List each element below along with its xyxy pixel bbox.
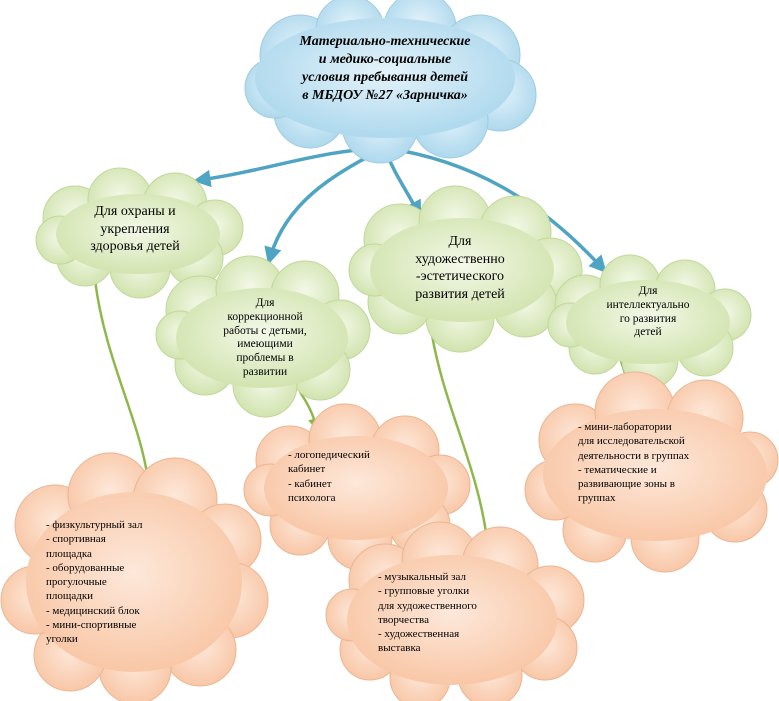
category-cloud-art-shape (348, 185, 583, 353)
category-art-development: Для художественно -эстетического развити… (415, 234, 505, 302)
category-correction-work: Для коррекционной работы с детьми, имеющ… (223, 297, 307, 378)
category-cloud-health-shape (35, 167, 244, 299)
diagram-title: Материально-технические и медико-социаль… (299, 34, 471, 103)
items-art-development: - музыкальный зал - групповые уголки для… (378, 571, 477, 655)
items-intellectual-development: - мини-лаборатории для исследовательской… (578, 421, 690, 505)
items-correction-work: - логопедический кабинет - кабинет психо… (288, 449, 370, 504)
category-health-protection: Для охраны и укрепления здоровья детей (90, 204, 180, 254)
items-cloud-intellect-shape (524, 371, 779, 573)
title-cloud-shape (244, 0, 537, 164)
category-cloud-intellect-shape (547, 254, 752, 389)
items-cloud-health-shape (0, 452, 269, 701)
connector-title-to-intellect (384, 146, 607, 274)
items-health-protection: - физкультурный зал - спортивная площадк… (46, 519, 143, 646)
category-cloud-correction-shape (155, 255, 371, 418)
items-cloud-art-shape (325, 521, 585, 701)
connector-health-to-items (93, 279, 154, 485)
connector-art-to-items (430, 334, 494, 553)
category-intellectual-development: Для интеллектуально го развития детей (606, 285, 690, 339)
